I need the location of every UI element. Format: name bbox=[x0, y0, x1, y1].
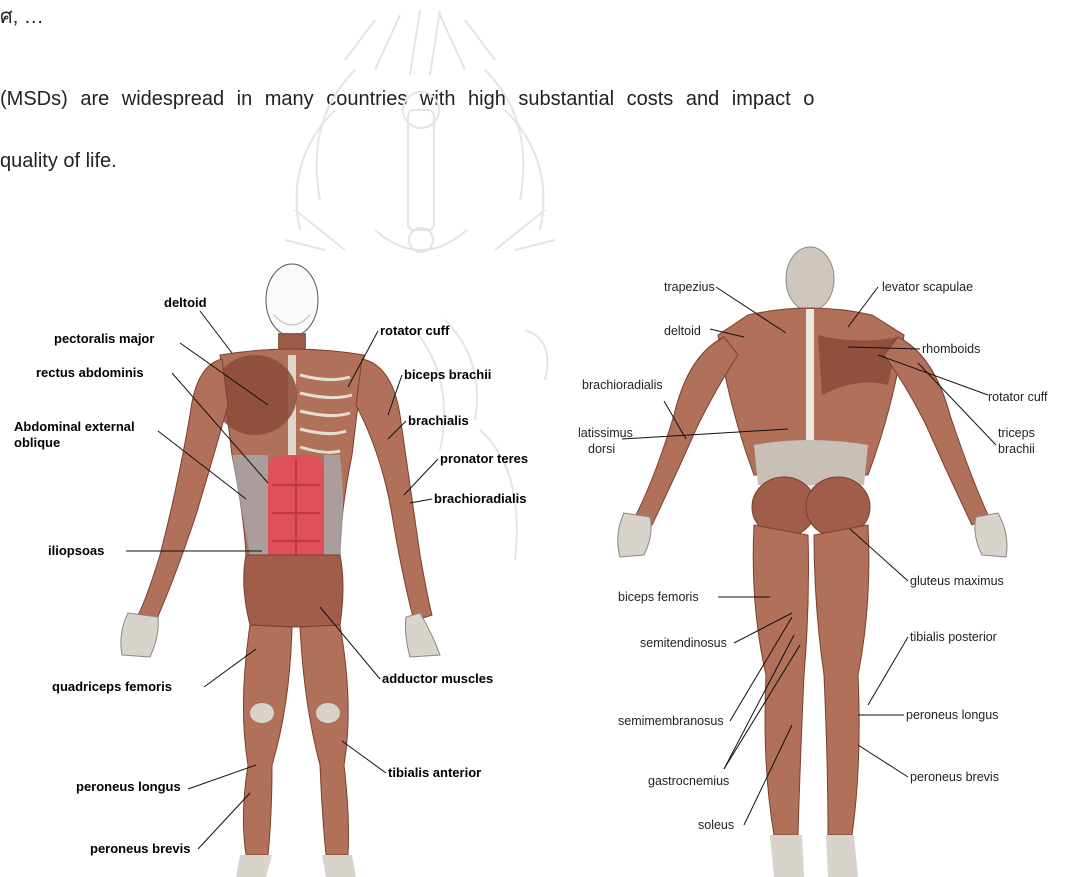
label-gastrocnemius: gastrocnemius bbox=[648, 774, 729, 788]
label-adductor-muscles: adductor muscles bbox=[382, 671, 493, 686]
label-pectoralis-major: pectoralis major bbox=[54, 331, 154, 346]
label-tibialis-anterior: tibialis anterior bbox=[388, 765, 481, 780]
right-leg-shape bbox=[300, 625, 349, 855]
label-rotator-cuff: rotator cuff bbox=[988, 390, 1048, 404]
label-peroneus-longus: peroneus longus bbox=[76, 779, 181, 794]
label-peroneus-brevis: peroneus brevis bbox=[90, 841, 190, 856]
head-shape bbox=[786, 247, 834, 311]
label-rotator-cuff: rotator cuff bbox=[380, 323, 450, 338]
label-levator-scapulae: levator scapulae bbox=[882, 280, 973, 294]
label-trapezius: trapezius bbox=[664, 280, 715, 294]
label-latissimus: latissimus bbox=[578, 426, 633, 440]
label-gluteus-maximus: gluteus maximus bbox=[910, 574, 1004, 588]
label-quadriceps-femoris: quadriceps femoris bbox=[52, 679, 172, 694]
label-biceps-brachii: biceps brachii bbox=[404, 367, 491, 382]
posterior-muscle-diagram: trapezius levator scapulae deltoid rhomb… bbox=[578, 245, 1070, 877]
label-semitendinosus: semitendinosus bbox=[640, 636, 727, 650]
left-leg-shape bbox=[243, 625, 292, 855]
label-rectus-abdominis: rectus abdominis bbox=[36, 365, 144, 380]
label-peroneus-brevis: peroneus brevis bbox=[910, 770, 999, 784]
anterior-muscle-diagram: deltoid pectoralis major rectus abdomini… bbox=[0, 255, 565, 877]
label-deltoid: deltoid bbox=[664, 324, 701, 338]
label-abdominal-external: Abdominal external bbox=[14, 419, 135, 434]
label-brachioradialis: brachioradialis bbox=[434, 491, 526, 506]
label-peroneus-longus: peroneus longus bbox=[906, 708, 998, 722]
label-pronator-teres: pronator teres bbox=[440, 451, 528, 466]
label-biceps-femoris: biceps femoris bbox=[618, 590, 699, 604]
label-dorsi: dorsi bbox=[588, 442, 615, 456]
label-soleus: soleus bbox=[698, 818, 734, 832]
label-semimembranosus: semimembranosus bbox=[618, 714, 724, 728]
label-brachii: brachii bbox=[998, 442, 1035, 456]
right-leg-shape bbox=[814, 525, 869, 835]
label-brachioradialis: brachioradialis bbox=[582, 378, 663, 392]
right-arm-shape bbox=[884, 337, 988, 525]
left-arm-shape bbox=[636, 337, 738, 525]
label-brachialis: brachialis bbox=[408, 413, 469, 428]
label-oblique: oblique bbox=[14, 435, 60, 450]
paragraph-line-2: (MSDs) are widespread in many countries … bbox=[0, 88, 814, 111]
label-deltoid: deltoid bbox=[164, 295, 207, 310]
label-iliopsoas: iliopsoas bbox=[48, 543, 104, 558]
label-tibialis-posterior: tibialis posterior bbox=[910, 630, 997, 644]
label-triceps: triceps bbox=[998, 426, 1035, 440]
label-rhomboids: rhomboids bbox=[922, 342, 980, 356]
paragraph-line-3: quality of life. bbox=[0, 150, 117, 173]
left-arm-shape bbox=[138, 359, 228, 621]
paragraph-line-1: ศ, … bbox=[0, 0, 1070, 26]
